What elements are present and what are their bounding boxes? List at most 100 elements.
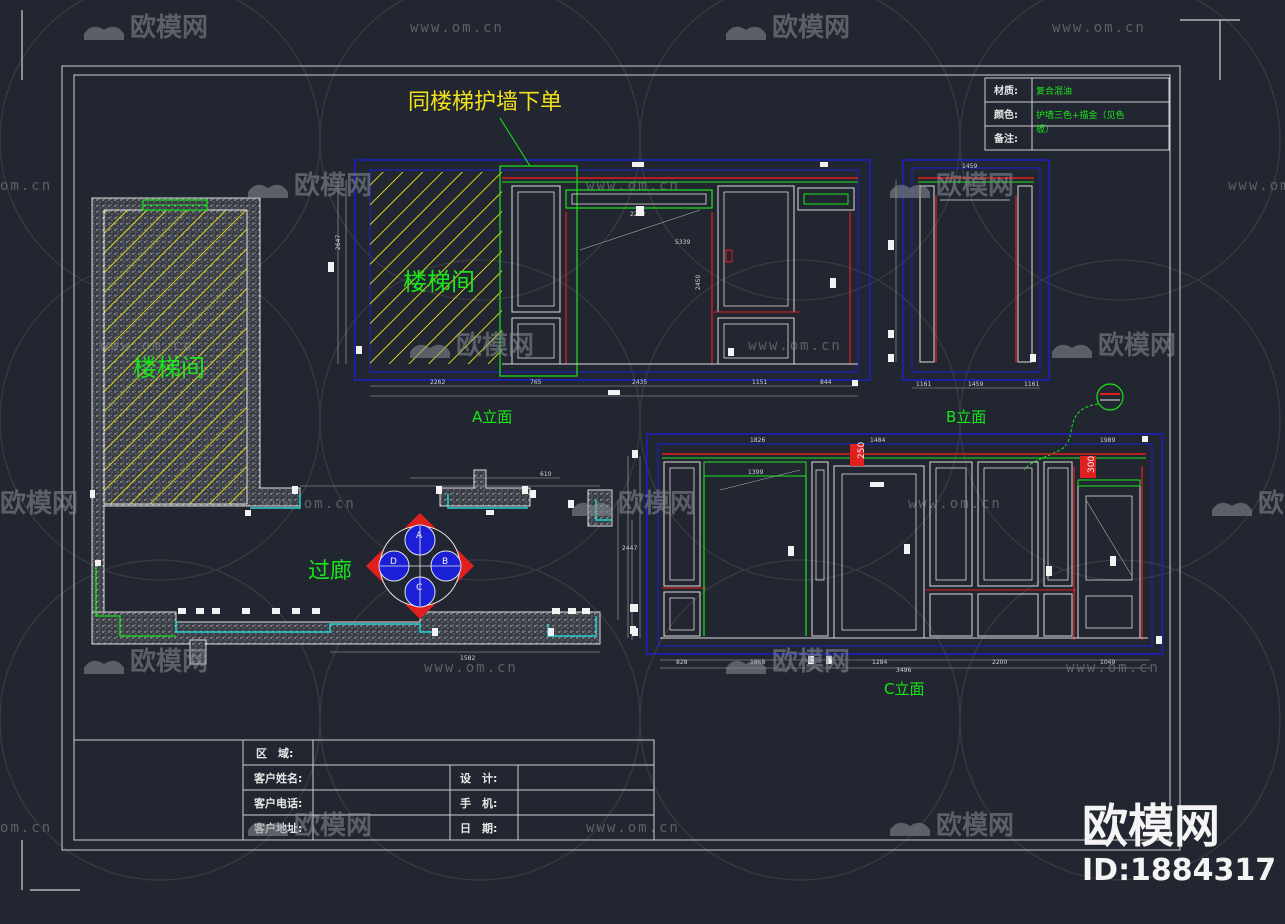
svg-text:欧模网: 欧模网 bbox=[618, 488, 696, 519]
watermark-url-4: www.om.cn bbox=[586, 178, 680, 194]
watermark-logo-1: 欧模网 bbox=[84, 12, 208, 43]
watermark-url-9: www.om.cn bbox=[908, 496, 1002, 512]
a-dim-top-2: 5339 bbox=[675, 239, 690, 246]
watermark-url-7: www.om.cn bbox=[748, 338, 842, 354]
svg-text:欧模网: 欧模网 bbox=[772, 646, 850, 677]
watermark-logo-6: 欧模网 bbox=[1052, 330, 1176, 361]
color-label: 颜色: bbox=[994, 108, 1018, 121]
watermark-logo-12: 欧模网 bbox=[248, 810, 372, 841]
elevation-b-title: B立面 bbox=[946, 408, 986, 426]
a-dim-side-1: 2647 bbox=[335, 235, 342, 250]
watermarks: 欧模网 www.om.cn 欧模网 www.om.cn om.cn 欧模网 ww… bbox=[0, 12, 1285, 841]
brand-badge: 欧模网 ID:1884317 bbox=[1082, 799, 1276, 888]
watermark-url-8: www.om.cn bbox=[262, 496, 356, 512]
elevation-b: 1459 1161 1459 1161 B立面 bbox=[888, 159, 1050, 426]
plan-wall-bottom bbox=[91, 611, 601, 645]
corridor-label: 过廊 bbox=[308, 559, 352, 584]
c-tag-2: 300 bbox=[1087, 456, 1097, 473]
sheet-border-outer bbox=[61, 65, 1181, 851]
watermark-logo-4: 欧模网 bbox=[890, 170, 1014, 201]
c-dim-b1: 828 bbox=[676, 659, 688, 666]
watermark-url-2: www.om.cn bbox=[1052, 20, 1146, 36]
b-dim-b1: 1161 bbox=[916, 381, 931, 388]
a-stair-hatch bbox=[370, 172, 502, 364]
material-table: 材质: 复合混油 颜色: 护墙三色+描金（见色 备注: 板） bbox=[984, 77, 1170, 151]
watermark-logo-7: 欧模网 bbox=[0, 488, 78, 519]
svg-text:欧模网: 欧模网 bbox=[294, 170, 372, 201]
watermark-logo-5: 欧模网 bbox=[410, 330, 534, 361]
compass-b: B bbox=[442, 557, 448, 567]
tb-mobile: 手 机: bbox=[460, 796, 497, 810]
svg-text:欧模网: 欧模网 bbox=[936, 170, 1014, 201]
watermark-logo-2: 欧模网 bbox=[726, 12, 850, 43]
watermark-logo-13: 欧模网 bbox=[890, 810, 1014, 841]
svg-text:欧模网: 欧模网 bbox=[772, 12, 850, 43]
a-dim-b4: 1151 bbox=[752, 379, 767, 386]
c-dim-b3: 1284 bbox=[872, 659, 887, 666]
watermark-url-13: www.om.cn bbox=[586, 820, 680, 836]
b-dim-b2: 1459 bbox=[968, 381, 983, 388]
brand-badge-name: 欧模网 bbox=[1082, 799, 1220, 853]
tb-date: 日 期: bbox=[460, 821, 497, 835]
watermark-url-1: www.om.cn bbox=[410, 20, 504, 36]
watermark-url-10: www.om.cn bbox=[424, 660, 518, 676]
watermark-logo-3: 欧模网 bbox=[248, 170, 372, 201]
view-index-symbol: A B C D bbox=[366, 513, 474, 619]
watermark-url-11: www.om.cn bbox=[1066, 660, 1160, 676]
c-dim-b4: 2200 bbox=[992, 659, 1007, 666]
floor-plan: 610 1582 2447 楼梯间 过廊 bbox=[90, 197, 638, 665]
watermark-logo-10: 欧模网 bbox=[84, 646, 208, 677]
elevation-a: 2282 5339 2262 765 2435 1151 844 2647 24… bbox=[328, 159, 871, 426]
compass-a: A bbox=[416, 531, 423, 541]
plan-dim-3: 2447 bbox=[622, 545, 637, 552]
watermark-logo-9: 欧模网 bbox=[1212, 488, 1285, 519]
a-stair-label: 楼梯间 bbox=[403, 268, 475, 296]
plan-dim-1: 610 bbox=[540, 471, 552, 478]
detail-callout bbox=[1023, 383, 1124, 471]
title-block: 区 域: 客户姓名: 客户电话: 客户地址: 设 计: 手 机: 日 期: bbox=[73, 739, 655, 841]
watermark-url-12: om.cn bbox=[0, 820, 52, 836]
b-dim-top: 1459 bbox=[962, 163, 977, 170]
watermark-logo-11: 欧模网 bbox=[726, 646, 850, 677]
plan-dim-2: 1582 bbox=[460, 655, 475, 662]
color-value: 护墙三色+描金（见色 bbox=[1036, 109, 1125, 121]
a-dim-b2: 765 bbox=[530, 379, 542, 386]
sheet-crop-marks bbox=[21, 10, 1240, 891]
watermark-url-6: www.om.cn bbox=[100, 338, 194, 354]
remark-label: 备注: bbox=[993, 132, 1018, 145]
a-dim-b1: 2262 bbox=[430, 379, 445, 386]
tb-design: 设 计: bbox=[460, 771, 497, 785]
svg-text:欧模网: 欧模网 bbox=[130, 12, 208, 43]
compass-c: C bbox=[416, 583, 422, 593]
c-dim-t4: 1399 bbox=[748, 469, 763, 476]
material-value: 复合混油 bbox=[1036, 85, 1072, 97]
watermark-url-3: om.cn bbox=[0, 178, 52, 194]
tb-customer-phone: 客户电话: bbox=[253, 796, 302, 810]
plan-stair-hatch bbox=[103, 209, 248, 505]
elevation-c: 250 300 1826 1484 1989 1399 828 1868 128… bbox=[627, 433, 1163, 698]
a-dim-b3: 2435 bbox=[632, 379, 647, 386]
svg-text:欧模网: 欧模网 bbox=[936, 810, 1014, 841]
brand-badge-id: ID:1884317 bbox=[1082, 853, 1276, 888]
watermark-logo-8: 欧模网 bbox=[572, 488, 696, 519]
remark-value: 板） bbox=[1036, 123, 1054, 135]
compass-d: D bbox=[390, 557, 397, 567]
tb-customer-name: 客户姓名: bbox=[253, 771, 302, 785]
c-dim-t1: 1826 bbox=[750, 437, 765, 444]
c-dim-total: 3496 bbox=[896, 667, 911, 674]
svg-text:欧模网: 欧模网 bbox=[1258, 488, 1285, 519]
plan-stair-label: 楼梯间 bbox=[133, 354, 205, 382]
c-dim-t2: 1484 bbox=[870, 437, 885, 444]
a-dim-side-2: 2450 bbox=[695, 275, 702, 290]
c-tag-1: 250 bbox=[857, 442, 867, 459]
elevation-c-title: C立面 bbox=[884, 680, 924, 698]
c-dim-b5: 1049 bbox=[1100, 659, 1115, 666]
c-dim-t3: 1989 bbox=[1100, 437, 1115, 444]
a-dim-b5: 844 bbox=[820, 379, 832, 386]
plan-wall-right-top bbox=[439, 469, 531, 507]
top-note: 同楼梯护墙下单 bbox=[408, 90, 562, 115]
svg-text:欧模网: 欧模网 bbox=[130, 646, 208, 677]
tb-area: 区 域: bbox=[256, 746, 293, 760]
watermark-url-5: www.om.cn bbox=[1228, 178, 1285, 194]
